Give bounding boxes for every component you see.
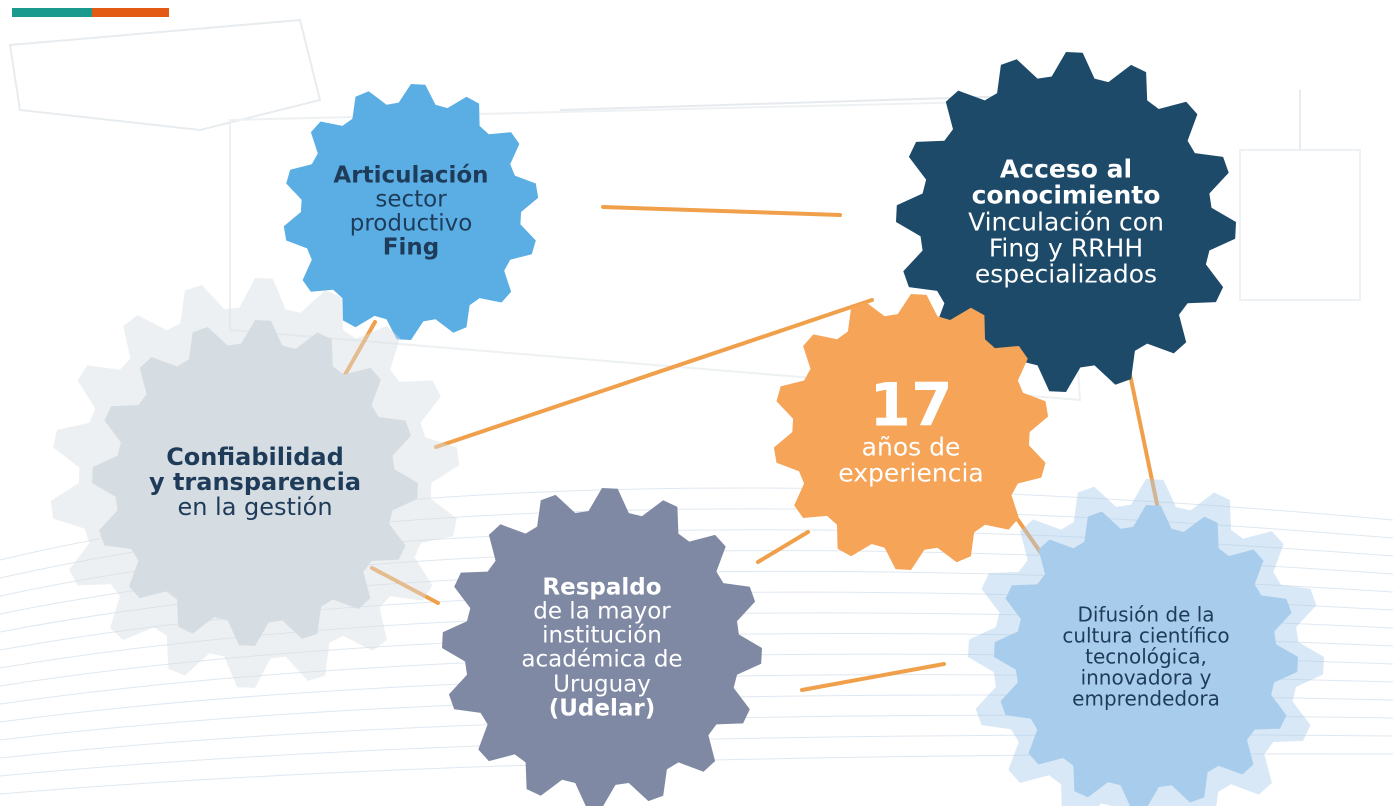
gear-label-line: Fing: [382, 235, 440, 262]
connector-acceso-confiabilidad: [434, 298, 874, 449]
accent-bar-orange: [92, 8, 169, 17]
gear-label-line: Difusión de la: [1077, 602, 1215, 627]
gear-difusion: [994, 505, 1298, 806]
gear-label-line: innovadora y: [1080, 665, 1212, 690]
gear-label-line: institución: [542, 622, 662, 649]
gear-acceso: [896, 52, 1236, 392]
gear-articulacion: [283, 84, 539, 340]
gear-label-line: Articulación: [333, 162, 489, 189]
gear-label-line: sector: [375, 186, 447, 213]
background-decoration: [8, 18, 1361, 402]
gear-confiabilidad: [92, 320, 418, 646]
gear-label-line: tecnológica,: [1085, 644, 1207, 669]
gear-label-line: 17: [869, 370, 953, 441]
gear-label-line: Fing y RRHH: [988, 233, 1144, 263]
connector-respaldo-experiencia: [756, 530, 810, 564]
connector-articulacion-confiabilidad: [340, 320, 377, 382]
gear-label-line: Acceso al: [999, 154, 1133, 184]
gear-label-line: experiencia: [838, 458, 984, 488]
gear-label-line: (Udelar): [548, 695, 656, 722]
gear-label-line: emprendedora: [1072, 686, 1220, 711]
accent-bar-teal: [12, 8, 92, 17]
gear-label-line: Respaldo: [542, 574, 662, 601]
connector-respaldo-difusion: [800, 662, 946, 692]
gear-label-line: y transparencia: [148, 468, 362, 497]
gear-label-line: de la mayor: [533, 598, 671, 625]
connectors: [340, 205, 1164, 692]
gear-label-line: conocimiento: [971, 180, 1161, 210]
gear-respaldo: [442, 488, 762, 806]
gear-label-line: Confiabilidad: [166, 443, 344, 472]
gear-label-line: académica de: [521, 647, 683, 673]
gear-label-line: productivo: [349, 211, 473, 237]
gear-label-line: en la gestión: [177, 493, 333, 522]
gear-label-line: años de: [861, 432, 961, 462]
connector-acceso-difusion: [1126, 363, 1164, 530]
gear-label-line: especializados: [974, 259, 1158, 289]
gear-label-line: Vinculación con: [968, 206, 1164, 236]
gear-experiencia: [773, 294, 1049, 570]
gear-label-line: Uruguay: [553, 671, 651, 698]
gear-label-line: cultura científico: [1062, 623, 1230, 648]
connector-confiabilidad-respaldo: [370, 566, 440, 605]
connector-articulacion-acceso: [601, 205, 842, 217]
